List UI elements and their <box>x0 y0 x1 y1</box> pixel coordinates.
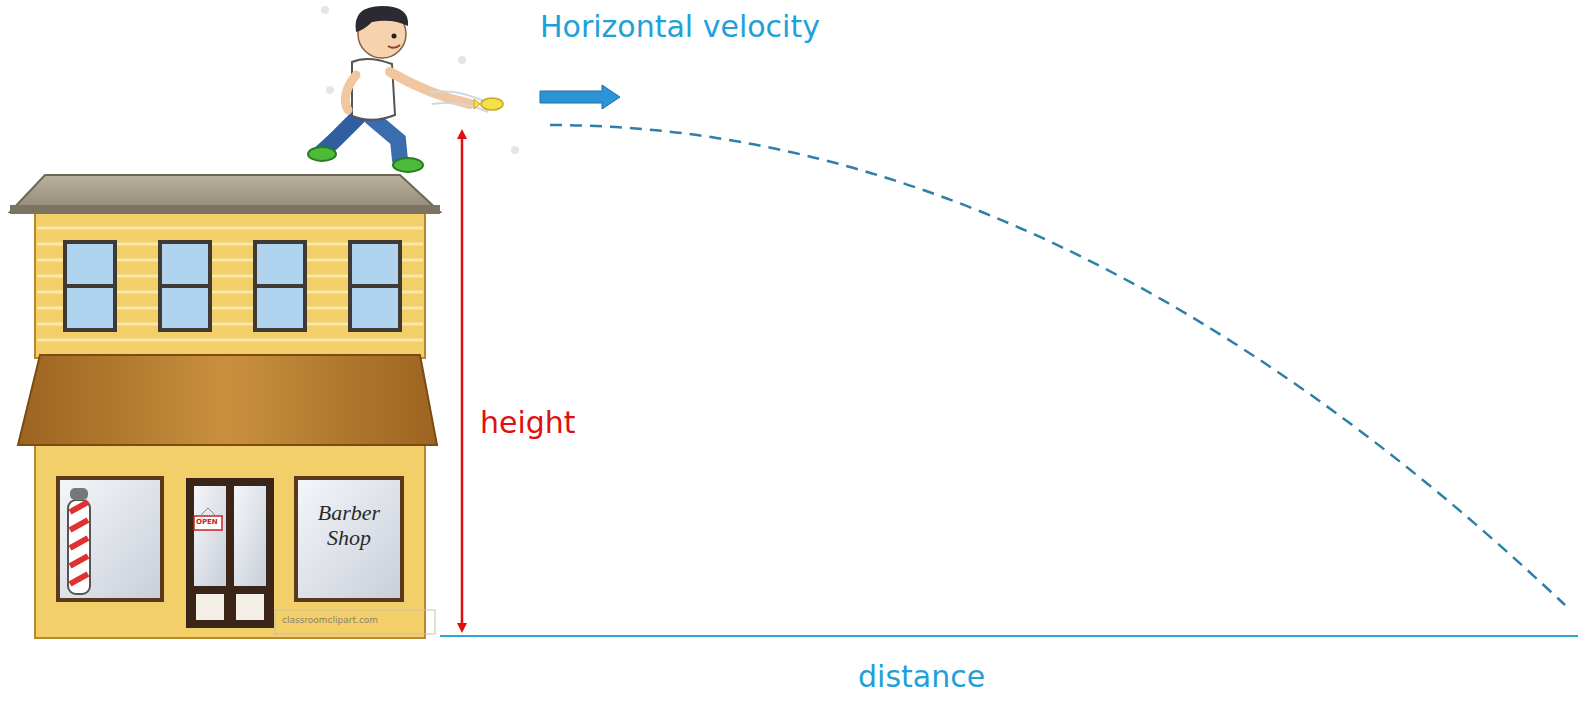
axis-label: height <box>480 406 576 441</box>
window-bar <box>350 284 400 288</box>
siding <box>37 339 423 342</box>
splash-dot <box>326 86 334 94</box>
door-glass <box>194 486 226 586</box>
watermark: classroomclipart.com <box>282 615 378 625</box>
leg <box>322 115 360 152</box>
door-panel <box>236 594 264 620</box>
awning <box>18 355 437 445</box>
splash-dot <box>321 6 329 14</box>
axis-label: Horizontal velocity <box>540 10 820 45</box>
arm <box>345 75 356 110</box>
stripe <box>70 520 88 530</box>
open-sign <box>194 516 222 530</box>
siding <box>37 227 423 230</box>
window <box>160 242 210 330</box>
sign-text: OPEN <box>196 518 218 526</box>
sign-string <box>208 508 216 516</box>
axis-label: distance <box>858 660 985 695</box>
stripe <box>70 556 88 566</box>
pole-cap <box>70 488 88 500</box>
balloon-knot <box>474 99 480 109</box>
shoe <box>308 147 336 161</box>
window <box>350 242 400 330</box>
window <box>255 242 305 330</box>
watermark-box <box>275 610 435 634</box>
window <box>65 242 115 330</box>
window-bar <box>255 284 305 288</box>
sign-string <box>200 508 208 516</box>
window-bar <box>160 284 210 288</box>
trajectory <box>550 125 1565 605</box>
boy-figure <box>308 6 519 172</box>
mouth <box>388 45 400 48</box>
shoe <box>393 158 423 172</box>
water-balloon <box>481 98 503 110</box>
window-bar <box>65 284 115 288</box>
pole-stripes <box>70 502 88 584</box>
ground-line <box>440 635 1578 637</box>
velocity-arrow <box>540 85 620 109</box>
arm <box>390 72 470 104</box>
upper-windows <box>65 242 400 330</box>
sign-text: Barber Shop <box>306 500 392 551</box>
eye <box>392 34 397 39</box>
stripe <box>70 538 88 548</box>
upper-wall <box>35 212 425 358</box>
shop-window <box>58 478 162 600</box>
leg <box>372 118 400 160</box>
stripe <box>70 574 88 584</box>
hair <box>356 6 409 32</box>
door-panel <box>196 594 224 620</box>
door-frame <box>186 478 274 628</box>
splash-dot <box>458 56 466 64</box>
splash-dot <box>511 146 519 154</box>
height-arrow <box>461 134 464 628</box>
door-glass <box>234 486 266 586</box>
stripe <box>70 502 88 512</box>
lower-wall <box>35 440 425 638</box>
siding-lines <box>37 228 423 340</box>
shop-window <box>296 478 402 600</box>
barber-pole <box>68 500 90 594</box>
roof-edge <box>10 205 440 214</box>
